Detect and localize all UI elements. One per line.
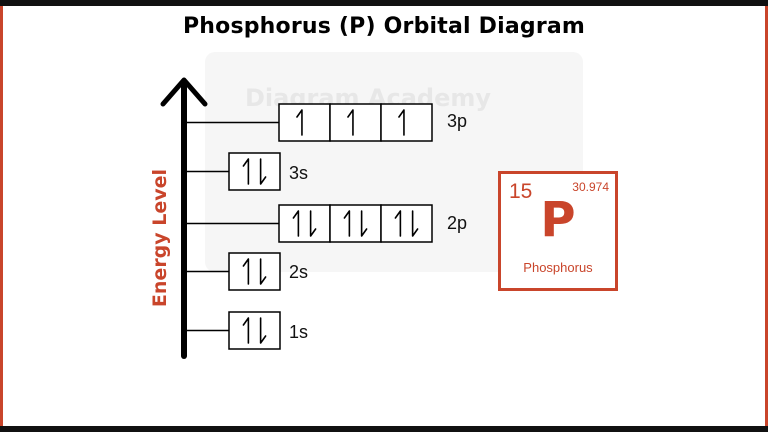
spin-up-arrow-1s-1 bbox=[242, 317, 250, 344]
spin-down-arrow-2p-3 bbox=[411, 210, 419, 237]
orbital-box-1s-1 bbox=[228, 311, 281, 350]
spin-up-arrow-3p-1 bbox=[296, 109, 303, 136]
energy-axis-label: Energy Level bbox=[149, 168, 171, 308]
orbital-label-2p: 2p bbox=[447, 213, 468, 233]
orbital-box-3p-2 bbox=[329, 103, 382, 142]
spin-up-arrow-2p-1 bbox=[292, 210, 300, 237]
orbital-box-3s-1 bbox=[228, 152, 281, 191]
bottom-frame-bar bbox=[0, 426, 768, 432]
spin-down-arrow-3s-1 bbox=[259, 158, 267, 185]
orbital-label-2s: 2s bbox=[289, 262, 309, 282]
element-name: Phosphorus bbox=[523, 260, 593, 275]
orbital-label-3s: 3s bbox=[289, 163, 309, 183]
spin-down-arrow-2p-2 bbox=[360, 210, 368, 237]
orbital-box-2p-2 bbox=[329, 204, 382, 243]
page-title: Phosphorus (P) Orbital Diagram bbox=[182, 14, 586, 39]
top-frame-bar bbox=[0, 0, 768, 6]
orbital-label-3p: 3p bbox=[447, 111, 468, 131]
spin-down-arrow-2s-1 bbox=[259, 258, 267, 285]
orbital-box-3p-3 bbox=[380, 103, 433, 142]
spin-down-arrow-1s-1 bbox=[259, 317, 267, 344]
atomic-mass: 30.974 bbox=[572, 180, 609, 194]
spin-up-arrow-2p-3 bbox=[394, 210, 402, 237]
element-tile: 15 30.974 P Phosphorus bbox=[498, 171, 618, 291]
atomic-number: 15 bbox=[509, 180, 533, 203]
orbital-label-1s: 1s bbox=[289, 322, 309, 342]
spin-up-arrow-3p-2 bbox=[347, 109, 354, 136]
spin-up-arrow-3p-3 bbox=[398, 109, 405, 136]
orbital-box-3p-1 bbox=[278, 103, 331, 142]
spin-up-arrow-3s-1 bbox=[242, 158, 250, 185]
energy-axis-arrowhead bbox=[160, 77, 208, 107]
element-symbol: P bbox=[540, 192, 576, 248]
spin-up-arrow-2s-1 bbox=[242, 258, 250, 285]
orbital-box-2s-1 bbox=[228, 252, 281, 291]
orbital-box-2p-1 bbox=[278, 204, 331, 243]
orbital-box-2p-3 bbox=[380, 204, 433, 243]
spin-down-arrow-2p-1 bbox=[309, 210, 317, 237]
spin-up-arrow-2p-2 bbox=[343, 210, 351, 237]
